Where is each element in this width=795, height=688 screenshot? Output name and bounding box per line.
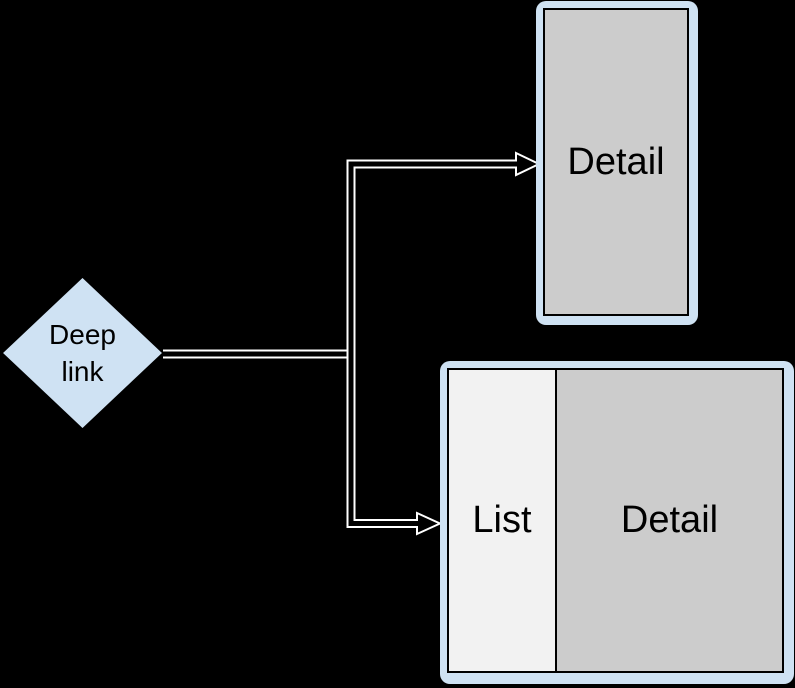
tablet-list-pane: List (449, 370, 557, 671)
tablet-detail-pane: Detail (557, 370, 782, 671)
phone-frame: Detail (536, 1, 698, 325)
deep-link-diamond-shape (0, 275, 165, 431)
phone-detail-label: Detail (567, 140, 665, 183)
tablet-screen: List Detail (447, 368, 784, 673)
edge-spine-core (348, 161, 517, 526)
phone-detail-pane: Detail (543, 8, 689, 316)
tablet-detail-label: Detail (620, 499, 719, 541)
tablet-list-label: List (472, 499, 532, 541)
deep-link-label: Deep link (49, 319, 116, 387)
arrowhead-to-tablet (416, 511, 443, 536)
tablet-frame: List Detail (440, 361, 794, 684)
